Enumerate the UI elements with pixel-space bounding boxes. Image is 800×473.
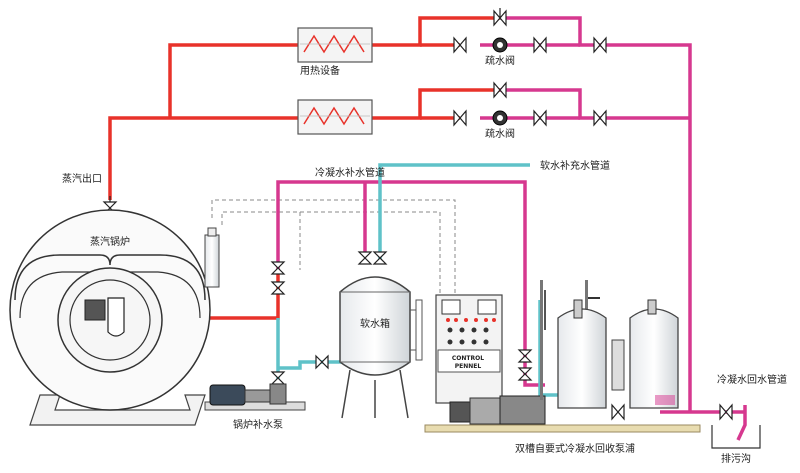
heat-exchanger-top	[297, 27, 373, 63]
valve-icon	[453, 109, 467, 127]
boiler-feed-pump	[204, 383, 306, 411]
valve-icon	[517, 349, 533, 363]
valves	[102, 8, 733, 421]
valve-icon	[270, 281, 286, 295]
label-soft-tank: 软水箱	[360, 317, 390, 330]
valve-icon	[517, 367, 533, 381]
valve-icon	[593, 36, 607, 54]
valve-icon	[315, 354, 329, 370]
valve-icon	[611, 403, 625, 421]
label-recovery-unit: 双槽自要式冷凝水回收泵浦	[515, 442, 635, 455]
label-boiler: 蒸汽锅炉	[90, 235, 130, 248]
label-drain-trench: 排污沟	[721, 452, 751, 465]
soft-water-tank	[339, 276, 423, 419]
valve-icon	[270, 371, 286, 385]
condensate-recovery-unit	[424, 280, 701, 433]
panel-text-line1: CONTROL	[452, 355, 484, 362]
valve-icon	[719, 403, 733, 421]
valve-icon	[493, 81, 507, 99]
valve-icon	[533, 109, 547, 127]
label-return-pipe: 冷凝水回水管道	[717, 373, 787, 386]
label-trap-top: 疏水阀	[485, 54, 515, 67]
steam-trap-top	[492, 37, 508, 53]
label-boiler-pump: 锅炉补水泵	[233, 418, 283, 431]
valve-icon	[453, 36, 467, 54]
control-panel	[435, 294, 503, 404]
label-soft-feed-pipe: 软水补充水管道	[540, 159, 610, 172]
label-steam-outlet: 蒸汽出口	[62, 172, 102, 185]
valve-icon	[357, 251, 373, 265]
valve-icon	[493, 8, 507, 27]
steam-boiler	[9, 209, 220, 426]
panel-text-line2: PENNEL	[455, 363, 482, 370]
valve-icon	[533, 36, 547, 54]
drain-trench	[711, 425, 761, 449]
dashed-lines	[211, 199, 456, 300]
steam-pipes	[108, 16, 500, 320]
valve-icon	[372, 251, 388, 265]
steam-trap-mid	[492, 110, 508, 126]
heat-exchanger-mid	[297, 99, 373, 135]
valve-icon	[270, 261, 286, 275]
label-equipment-top: 用热设备	[300, 64, 340, 77]
label-cold-feed-pipe: 冷凝水补水管道	[315, 166, 385, 179]
label-trap-mid: 疏水阀	[485, 127, 515, 140]
valve-icon	[593, 109, 607, 127]
